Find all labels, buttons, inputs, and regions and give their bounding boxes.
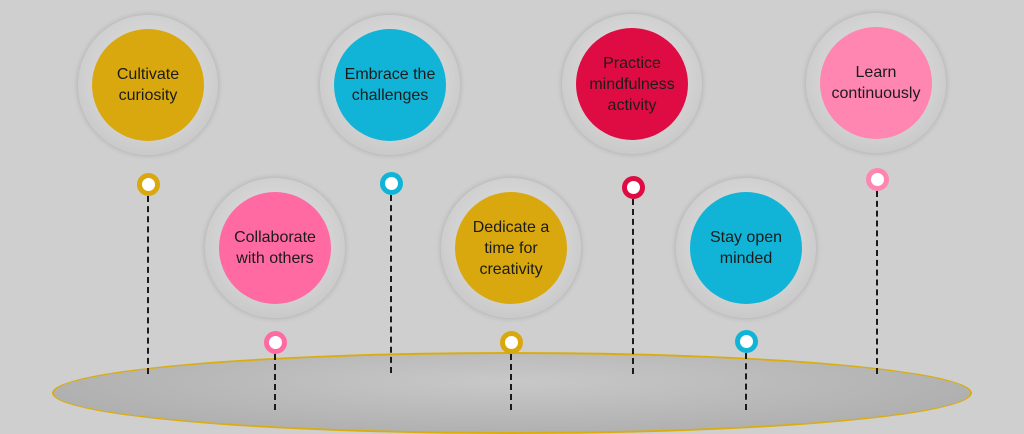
step-connector-6	[745, 353, 747, 410]
step-label-6: Stay open minded	[709, 229, 783, 267]
step-label-3: Embrace the challenges	[344, 66, 436, 104]
step-disc-2: Collaborate with others	[219, 192, 331, 304]
step-disc-4: Dedicate a time for creativity	[455, 192, 567, 304]
step-disc-1: Cultivate curiosity	[92, 29, 204, 141]
step-label-5: Practice mindfulness activity	[589, 54, 675, 114]
step-connector-1	[147, 196, 149, 374]
step-disc-6: Stay open minded	[690, 192, 802, 304]
step-pin-3	[380, 172, 403, 195]
step-connector-4	[510, 354, 512, 410]
step-connector-7	[876, 191, 878, 374]
step-circle-1: Cultivate curiosity	[78, 15, 218, 155]
step-connector-5	[632, 199, 634, 374]
step-disc-7: Learn continuously	[820, 27, 932, 139]
step-connector-3	[390, 195, 392, 373]
step-pin-6	[735, 330, 758, 353]
step-circle-3: Embrace the challenges	[320, 15, 460, 155]
step-pin-1	[137, 173, 160, 196]
step-disc-5: Practice mindfulness activity	[576, 28, 688, 140]
step-circle-6: Stay open minded	[676, 178, 816, 318]
step-circle-5: Practice mindfulness activity	[562, 14, 702, 154]
step-pin-2	[264, 331, 287, 354]
step-pin-7	[866, 168, 889, 191]
step-label-2: Collaborate with others	[234, 229, 316, 267]
step-pin-5	[622, 176, 645, 199]
step-label-7: Learn continuously	[831, 64, 921, 102]
step-connector-2	[274, 354, 276, 410]
step-label-4: Dedicate a time for creativity	[472, 218, 550, 278]
step-disc-3: Embrace the challenges	[334, 29, 446, 141]
step-circle-4: Dedicate a time for creativity	[441, 178, 581, 318]
step-label-1: Cultivate curiosity	[116, 66, 180, 104]
step-pin-4	[500, 331, 523, 354]
step-circle-7: Learn continuously	[806, 13, 946, 153]
step-circle-2: Collaborate with others	[205, 178, 345, 318]
base-ellipse	[52, 352, 972, 434]
